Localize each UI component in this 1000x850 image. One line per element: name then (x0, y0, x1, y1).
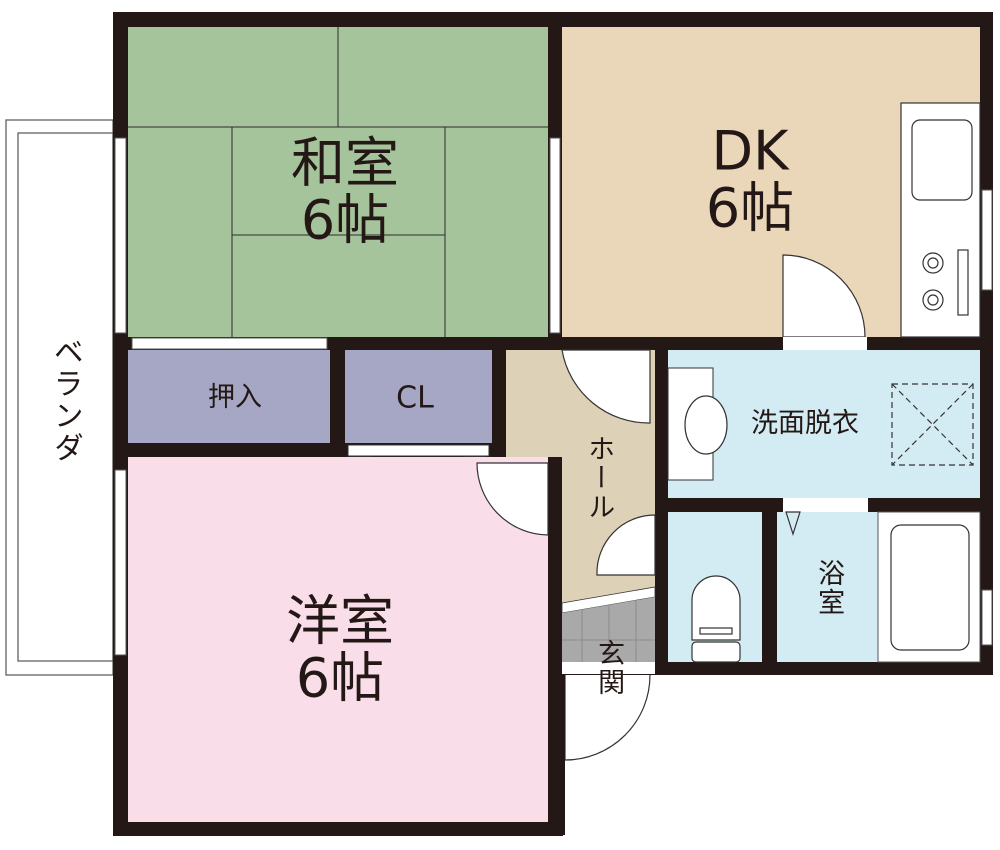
bathtub-icon (890, 524, 970, 651)
door-yoshitsu (476, 462, 549, 536)
dk-label: DK 6帖 (706, 123, 794, 236)
yokushitsu-label: 浴室 (813, 559, 845, 617)
door-dk (782, 254, 867, 350)
toilet-room (668, 512, 762, 663)
kitchen-counter (900, 102, 981, 338)
entrance-door (564, 674, 651, 761)
dk-size: 6帖 (705, 176, 795, 239)
yoshitsu-size: 6帖 (295, 646, 385, 709)
closet-room (345, 350, 492, 443)
veranda-label: ベランダ (47, 336, 83, 464)
hall-room (506, 349, 656, 614)
dk-room (562, 27, 981, 350)
washbasin-icon (684, 395, 728, 455)
dk-name: DK (711, 119, 789, 183)
veranda (5, 119, 114, 676)
windows (114, 137, 993, 656)
senmen-room (667, 350, 980, 512)
yoshitsu-room (128, 457, 549, 822)
stove-icon (922, 249, 969, 316)
closet-label: CL (396, 380, 434, 416)
oshiire-label: 押入 (208, 381, 262, 413)
door-toilet (596, 514, 656, 576)
genkan-room (562, 597, 655, 835)
toilet-icon (691, 575, 741, 663)
sink-icon (911, 119, 973, 201)
genkan-label: 玄関 (593, 639, 625, 697)
washer-space-icon (891, 383, 974, 466)
yoshitsu-name: 洋室 (286, 589, 394, 653)
yoshitsu-label: 洋室 6帖 (286, 593, 394, 706)
washitsu-size: 6帖 (300, 188, 390, 251)
hall-label: ホール (583, 434, 615, 522)
washitsu-label: 和室 6帖 (291, 135, 399, 248)
washitsu-name: 和室 (291, 131, 399, 195)
oshiire-room (128, 350, 330, 443)
yokushitsu-room (777, 511, 981, 663)
washitsu-room (128, 27, 548, 352)
door-hall-top (561, 349, 651, 424)
senmen-label: 洗面脱衣 (751, 407, 859, 439)
